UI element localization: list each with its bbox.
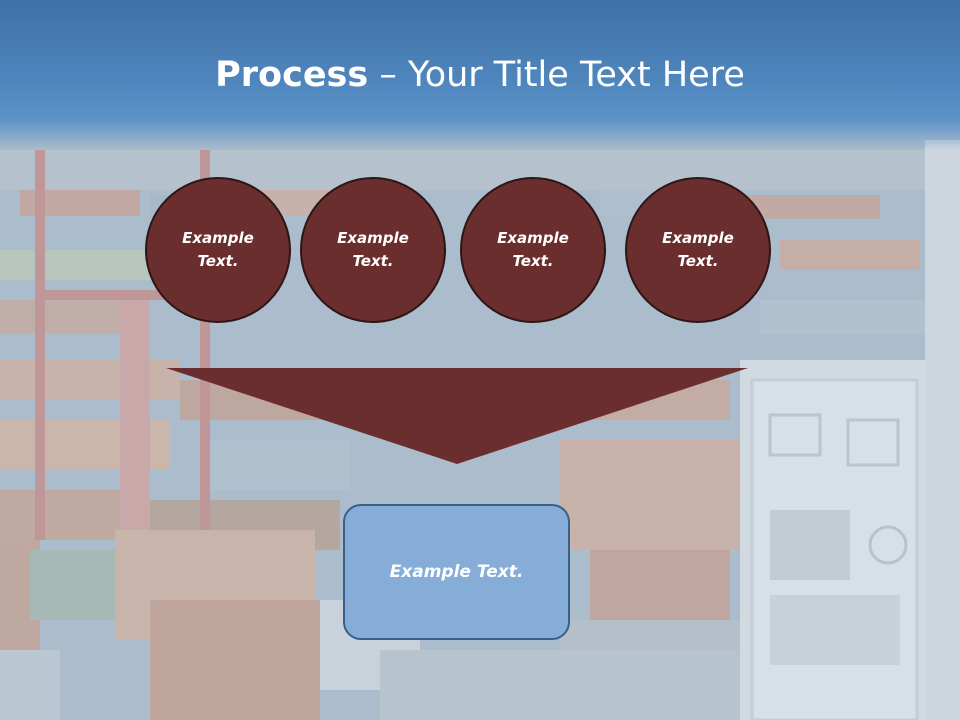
result-label: Example Text.: [389, 562, 524, 582]
step-2-label: Example Text.: [337, 229, 409, 270]
step-3-label: Example Text.: [497, 229, 569, 270]
process-step-circle-2: Example Text.: [300, 177, 446, 323]
step-1-label: Example Text.: [182, 229, 254, 270]
process-step-circle-3: Example Text.: [460, 177, 606, 323]
title-bold-text: Process: [215, 55, 369, 95]
slide-title: Process – Your Title Text Here: [0, 52, 960, 98]
title-rest-text: – Your Title Text Here: [368, 55, 745, 95]
process-step-circle-1: Example Text.: [145, 177, 291, 323]
title-band: [0, 0, 960, 150]
process-step-circle-4: Example Text.: [625, 177, 771, 323]
funnel-triangle: [166, 368, 748, 464]
result-box: Example Text.: [343, 504, 570, 640]
step-4-label: Example Text.: [662, 229, 734, 270]
